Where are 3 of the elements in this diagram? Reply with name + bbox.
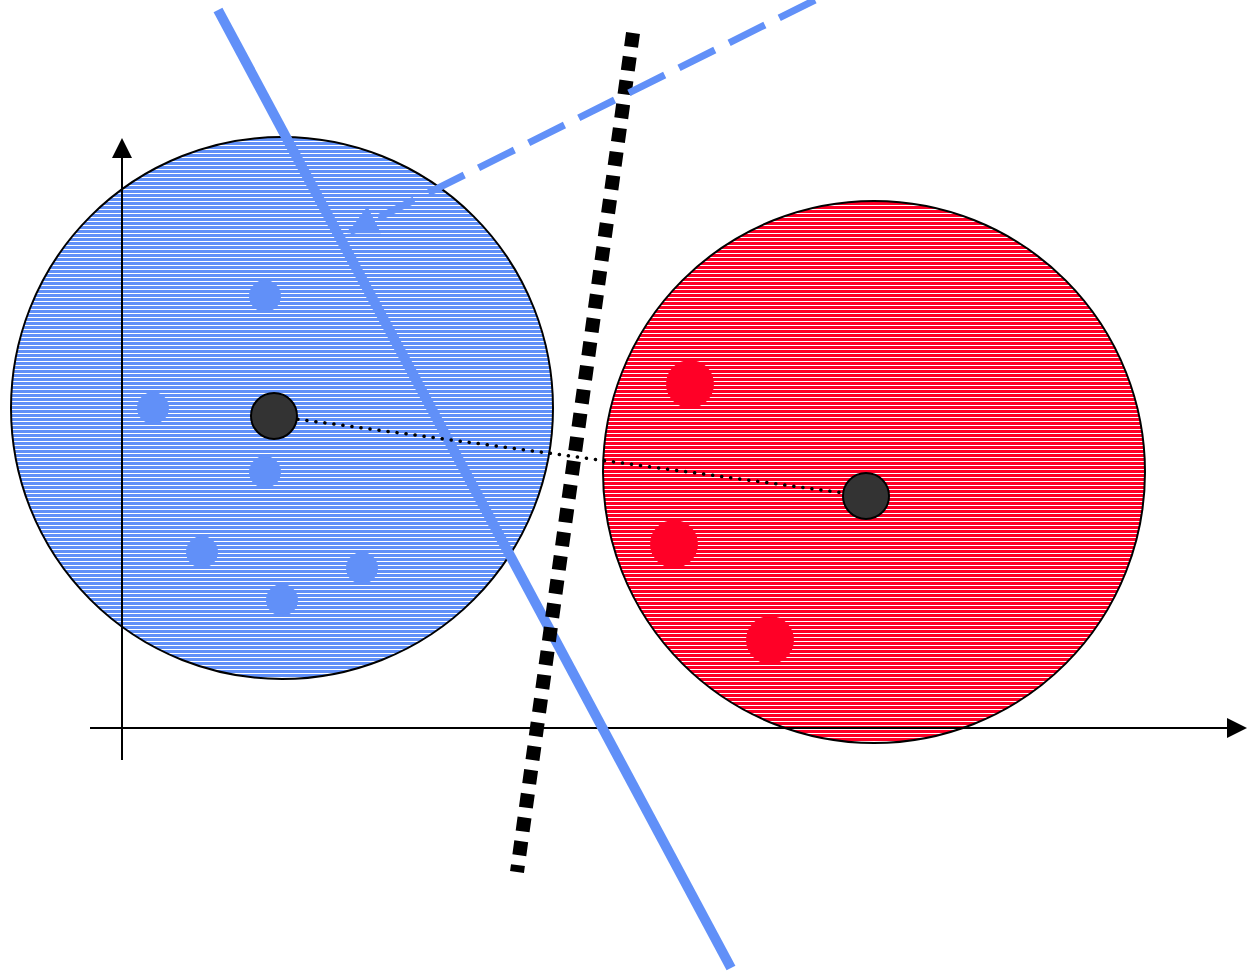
centroid-dot bbox=[842, 472, 890, 520]
dotted-line bbox=[296, 417, 844, 495]
centroid-dot bbox=[250, 392, 298, 440]
